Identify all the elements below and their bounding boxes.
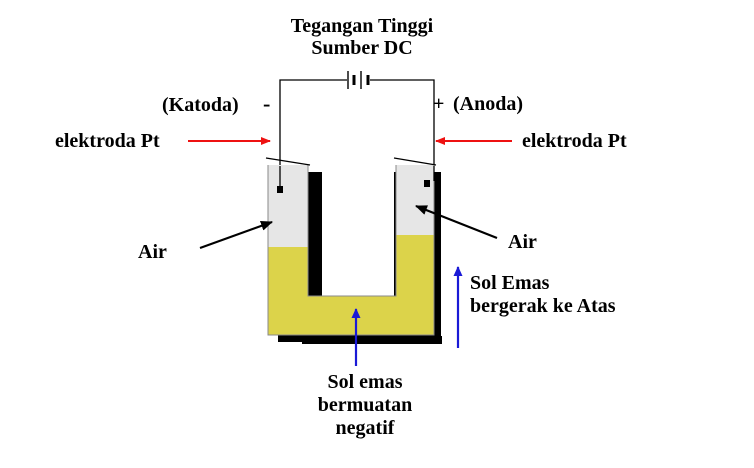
electrode-left-label: elektroda Pt (55, 130, 160, 152)
u-tube-outline (267, 165, 435, 336)
sol-moving-line-2: bergerak ke Atas (470, 295, 616, 317)
circuit-wire (279, 79, 435, 166)
electrode-left (277, 166, 283, 193)
water-left-arrow (199, 220, 273, 250)
tube-rim-right (393, 157, 437, 166)
sol-gold (268, 235, 434, 335)
anode-label: (Anoda) (453, 93, 523, 115)
sol-charge-line-2: bermuatan (318, 394, 412, 416)
water-right (396, 165, 434, 235)
electrode-right-label: elektroda Pt (522, 130, 627, 152)
battery-icon (347, 71, 370, 89)
water-left (268, 165, 308, 247)
sol-charge-line-1: Sol emas (328, 371, 403, 393)
water-right-arrow (415, 204, 498, 240)
water-left-label: Air (138, 241, 167, 263)
u-tube (265, 157, 437, 336)
title-line-2: Sumber DC (311, 37, 412, 59)
electrode-right (424, 166, 435, 187)
water-right-label: Air (508, 231, 537, 253)
anode-sign: + (433, 93, 444, 115)
tube-rim-left (265, 157, 311, 166)
title-line-1: Tegangan Tinggi (291, 15, 434, 37)
cathode-label: (Katoda) (162, 94, 239, 116)
cathode-sign: - (263, 91, 270, 116)
sol-charge-line-3: negatif (336, 417, 395, 439)
sol-moving-line-1: Sol Emas (470, 272, 550, 294)
